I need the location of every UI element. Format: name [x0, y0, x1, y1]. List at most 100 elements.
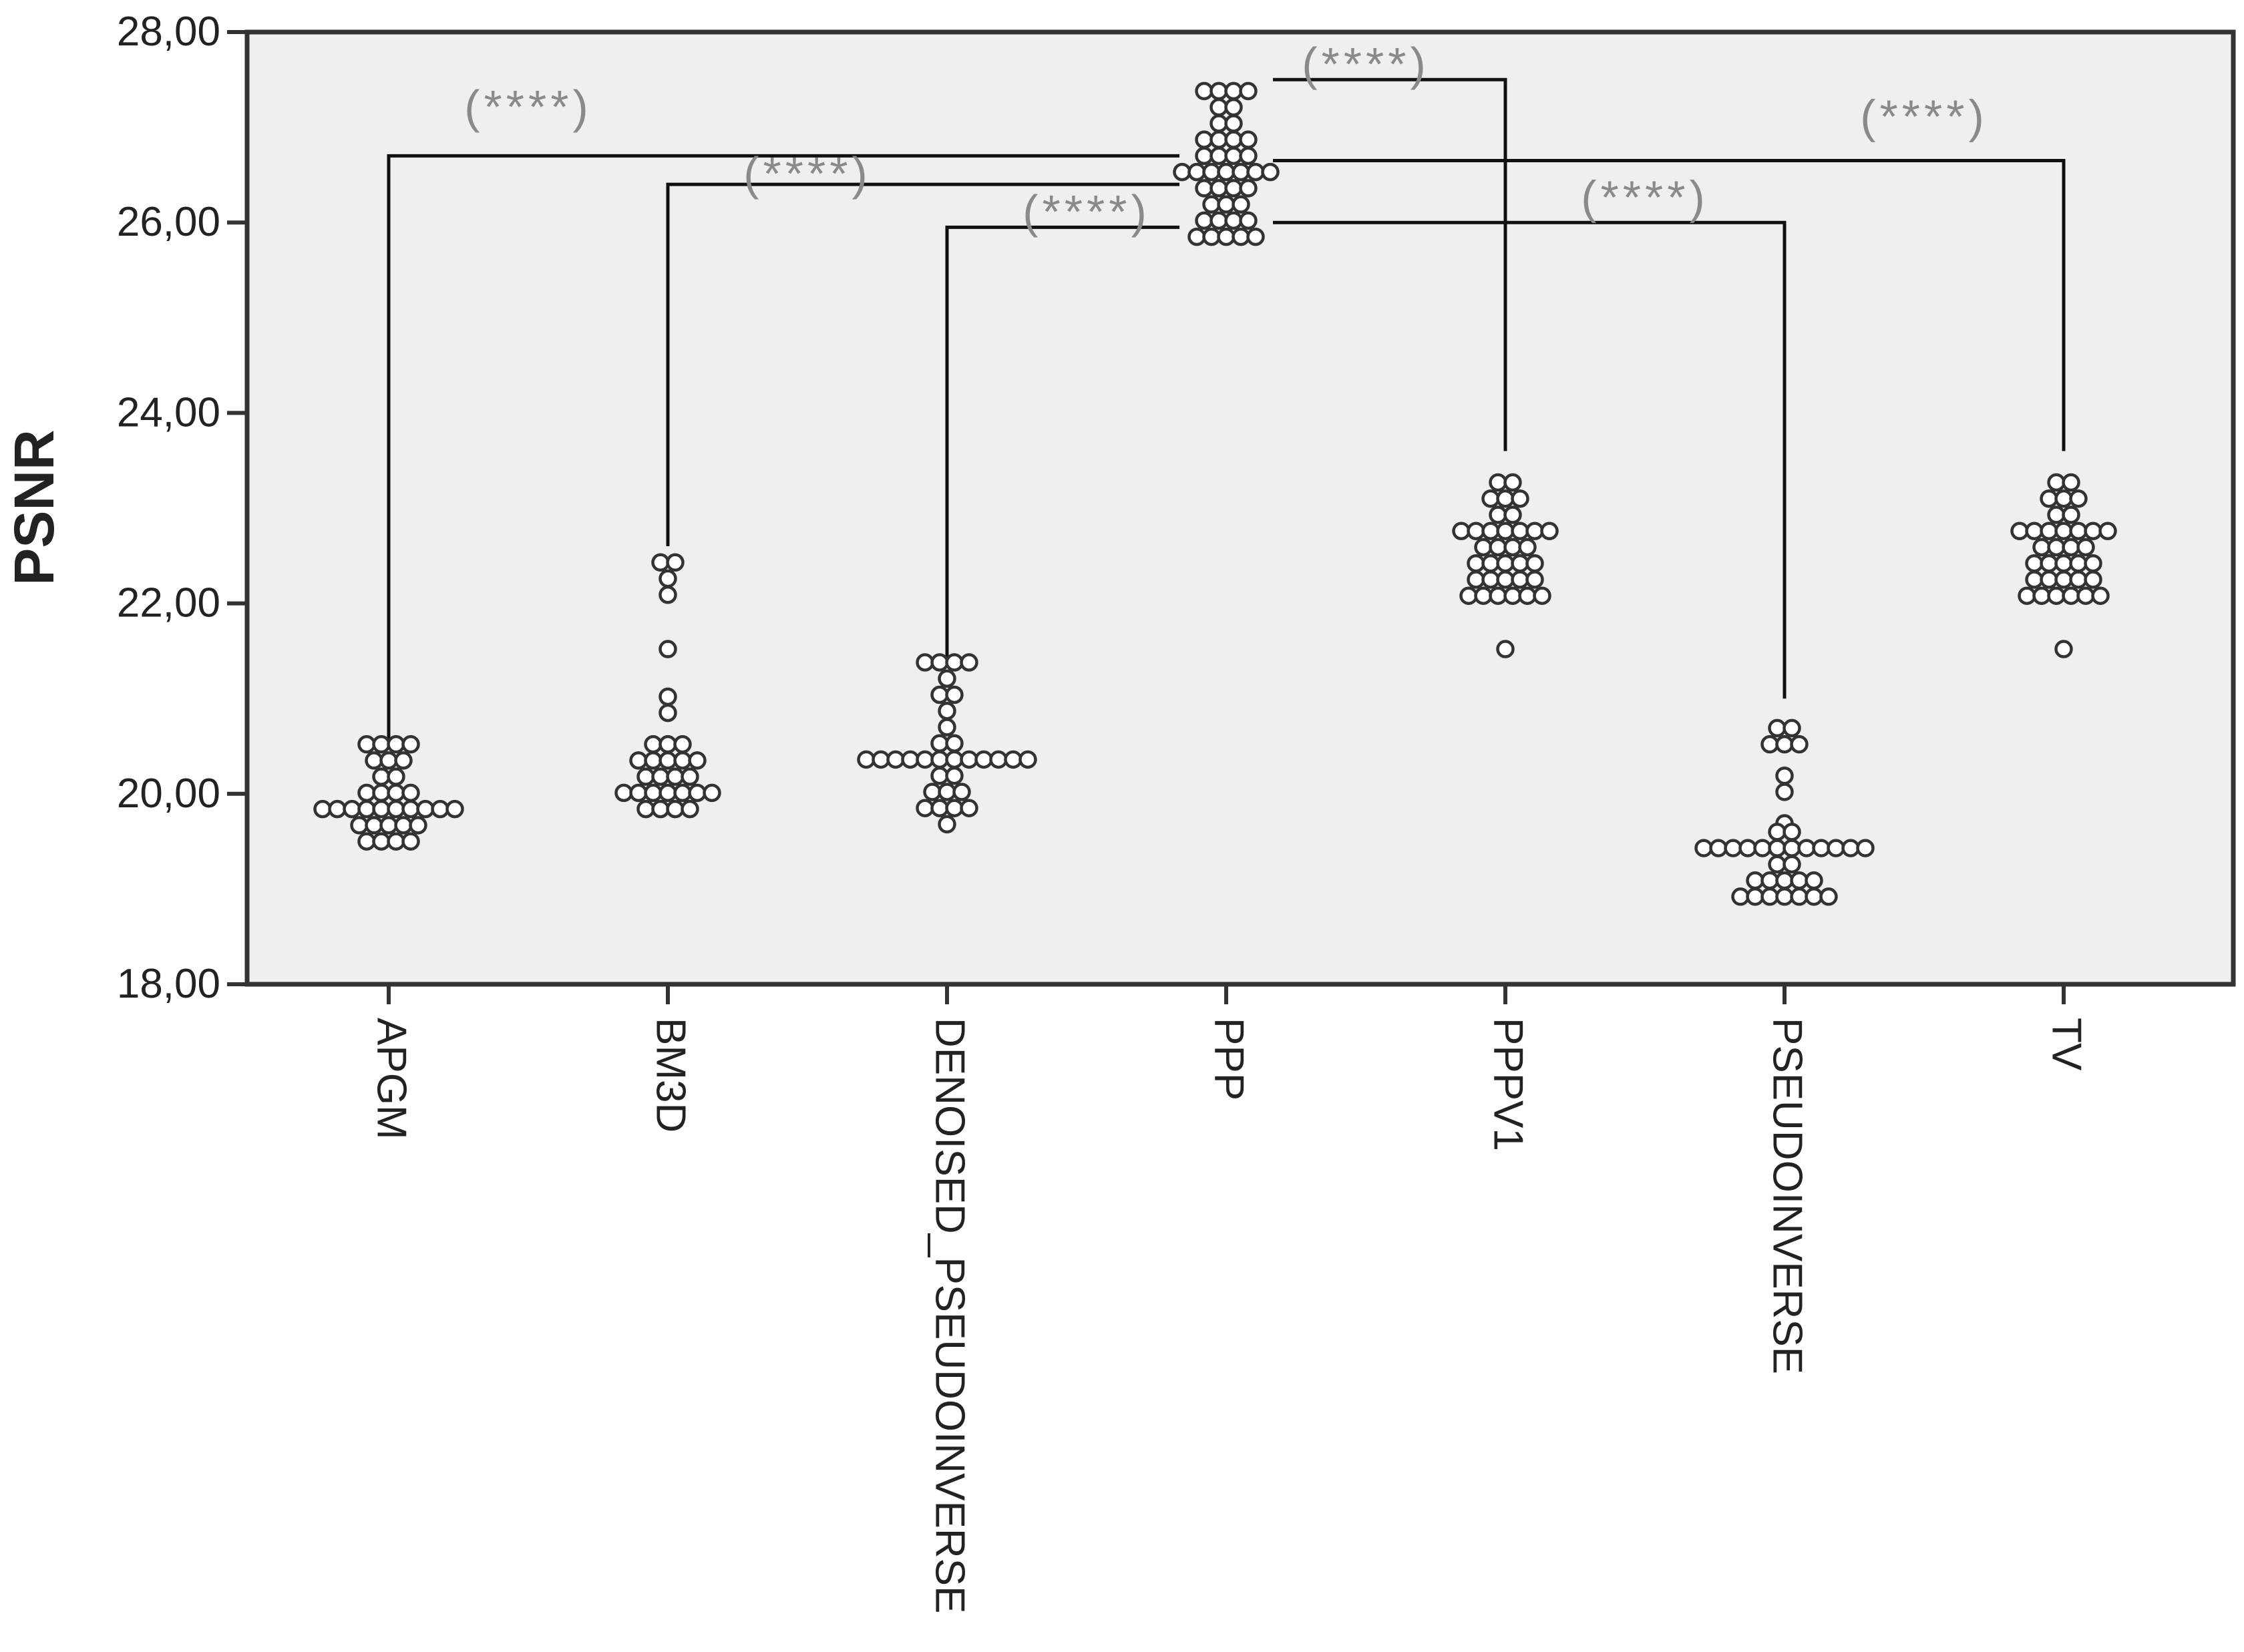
data-point	[1841, 839, 1860, 857]
data-point	[2069, 522, 2088, 540]
data-point	[1525, 570, 1544, 589]
data-point	[1805, 887, 1823, 906]
data-point	[1239, 146, 1258, 166]
data-point	[1496, 489, 1515, 508]
y-tick-label: 24,00	[117, 389, 220, 435]
data-point	[673, 751, 692, 770]
data-point	[1775, 735, 1794, 754]
data-point	[1489, 505, 1507, 524]
x-tick-label: PPPV1	[1485, 1018, 1531, 1151]
data-point	[960, 799, 978, 817]
data-point	[1239, 179, 1258, 198]
data-point	[357, 799, 376, 819]
data-point	[938, 669, 956, 688]
data-point	[2076, 586, 2095, 605]
data-point	[1481, 489, 1500, 508]
data-point	[1195, 130, 1213, 149]
comparison-bracket	[1273, 77, 1507, 451]
data-point	[703, 783, 721, 803]
data-point	[1224, 146, 1243, 166]
data-point	[644, 751, 663, 770]
data-point	[651, 799, 670, 819]
data-point	[1738, 839, 1757, 857]
data-point	[636, 767, 655, 786]
data-point	[629, 751, 648, 770]
data-point	[1232, 162, 1250, 182]
data-point	[1503, 586, 1522, 605]
data-point	[2084, 554, 2102, 573]
data-point	[1481, 554, 1500, 573]
data-point	[1209, 81, 1228, 101]
data-point	[1768, 839, 1787, 857]
y-tick-label: 22,00	[117, 580, 220, 626]
data-point	[372, 783, 391, 803]
data-point	[1709, 839, 1728, 857]
significance-label: (****)	[464, 81, 592, 133]
data-point	[1209, 179, 1228, 198]
data-point	[974, 750, 993, 769]
data-point	[1694, 839, 1713, 857]
data-point	[1746, 871, 1764, 890]
data-point	[372, 832, 391, 851]
data-point	[681, 799, 699, 819]
data-point	[401, 799, 420, 819]
data-point	[1489, 586, 1507, 605]
data-point	[1217, 162, 1236, 182]
data-point	[659, 569, 677, 588]
data-point	[1246, 162, 1265, 182]
data-point	[688, 751, 707, 770]
data-point	[1202, 227, 1221, 246]
comparison-brackets: (****)(****)(****)(****)(****)(****)	[387, 38, 2066, 747]
data-point	[1775, 766, 1794, 785]
data-point	[357, 783, 376, 803]
data-point	[1783, 839, 1801, 857]
data-point	[1239, 81, 1258, 101]
data-point	[2040, 570, 2058, 589]
data-point	[379, 751, 398, 770]
data-point	[365, 751, 383, 770]
data-point	[659, 783, 677, 803]
x-tick-label: DENOISED_PSEUDOINVERSE	[927, 1018, 973, 1613]
data-point	[923, 783, 942, 801]
data-point	[659, 703, 677, 722]
data-point	[2047, 538, 2066, 557]
data-point	[409, 816, 427, 835]
data-point	[1467, 522, 1485, 540]
data-point	[2062, 586, 2080, 605]
data-point	[1753, 839, 1772, 857]
data-point	[1518, 586, 1537, 605]
data-point	[1018, 750, 1037, 769]
data-point	[1775, 887, 1794, 906]
data-point	[1511, 570, 1529, 589]
data-point	[659, 586, 677, 604]
data-point	[659, 735, 677, 754]
data-point	[2047, 473, 2066, 492]
data-point	[1202, 195, 1221, 214]
x-tick-label: PPP	[1206, 1018, 1252, 1100]
data-point	[1775, 783, 1794, 801]
data-point	[1239, 211, 1258, 230]
data-point	[1760, 887, 1779, 906]
comparison-bracket	[666, 182, 1179, 547]
data-point	[1481, 570, 1500, 589]
data-point	[431, 799, 449, 819]
data-point	[1511, 522, 1529, 540]
data-point	[2084, 522, 2102, 540]
data-point	[1195, 146, 1213, 166]
data-point	[2032, 586, 2051, 605]
x-tick-label: TV	[2044, 1018, 2090, 1071]
data-point	[394, 751, 413, 770]
comparison-bracket	[945, 225, 1179, 661]
comparison-bracket	[387, 154, 1179, 747]
x-tick-label: APGM	[369, 1018, 415, 1140]
data-point	[1775, 871, 1794, 890]
data-point	[945, 685, 964, 704]
data-point	[2032, 538, 2051, 557]
data-point	[1489, 473, 1507, 492]
data-point	[688, 783, 707, 803]
data-point	[644, 783, 663, 803]
data-points	[313, 81, 2117, 906]
data-point	[673, 735, 692, 754]
